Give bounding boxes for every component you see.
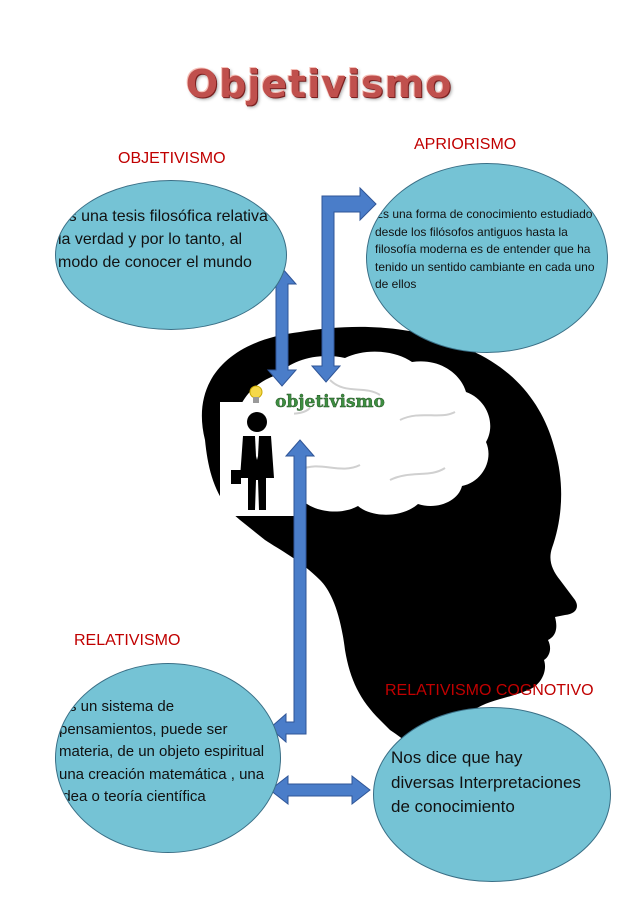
relativismo-cognotivo-bubble: Nos dice que hay diversas Interpretacion… <box>373 707 611 882</box>
center-word: objetivismo <box>275 392 385 412</box>
arrow-relativismo-cognotivo <box>269 774 371 806</box>
arrow-brain-apriorismo <box>310 186 377 383</box>
relativismo-text: Es un sistema de pensamientos, puede ser… <box>59 698 265 805</box>
apriorismo-bubble: Es una forma de conocimiento estudiado d… <box>366 163 608 353</box>
objetivismo-text: Es una tesis filosófica relativa a la ve… <box>58 208 282 271</box>
lightbulb-icon <box>249 385 263 403</box>
relativismo-cognotivo-label: RELATIVISMO COGNOTIVO <box>385 682 594 699</box>
relativismo-label: RELATIVISMO <box>74 632 181 649</box>
objetivismo-label: OBJETIVISMO <box>118 150 226 167</box>
relativismo-cognotivo-text: Nos dice que hay diversas Interpretacion… <box>391 748 581 816</box>
apriorismo-label: APRIORISMO <box>414 136 517 153</box>
apriorismo-text: Es una forma de conocimiento estudiado d… <box>375 207 595 291</box>
businessman-icon <box>231 412 274 510</box>
objetivismo-bubble: Es una tesis filosófica relativa a la ve… <box>55 180 287 330</box>
relativismo-bubble: Es un sistema de pensamientos, puede ser… <box>55 663 281 853</box>
page-title: Objetivismo <box>185 62 453 106</box>
